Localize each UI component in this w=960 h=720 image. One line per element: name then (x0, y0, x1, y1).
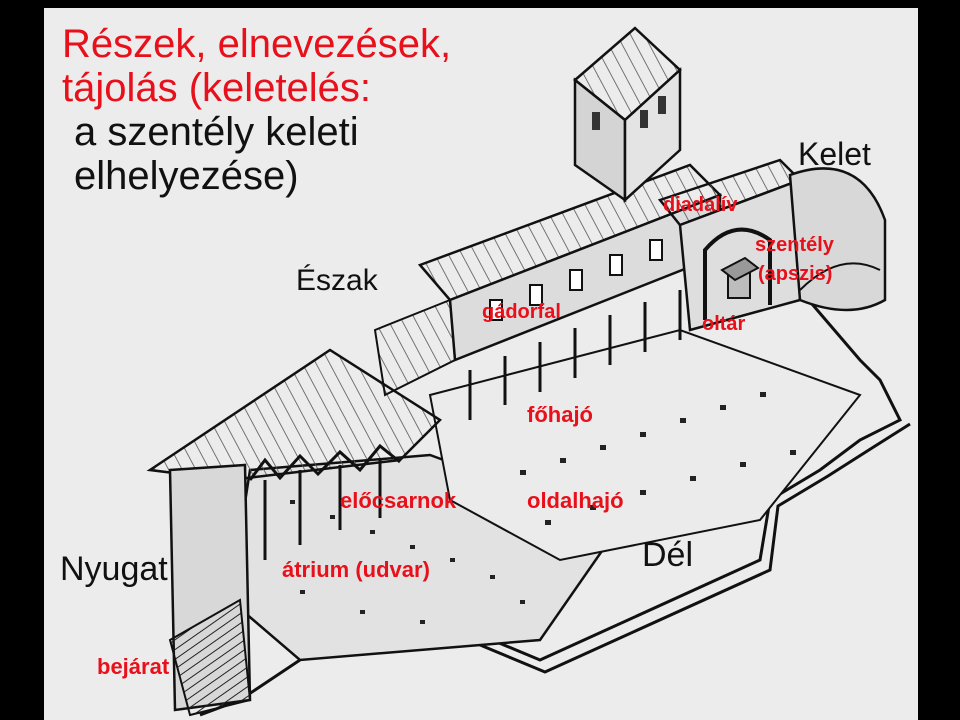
entrance-stairs (168, 598, 252, 717)
direction-west: Nyugat (60, 550, 168, 588)
apse (788, 167, 887, 312)
altar (720, 256, 760, 299)
label-elocsarnok: előcsarnok (340, 488, 457, 513)
triumphal-arch (703, 227, 772, 320)
nave-column-markers (520, 392, 796, 525)
label-apszis: (apszis) (758, 263, 833, 285)
direction-south: Dél (642, 536, 694, 574)
label-diadaliv: diadalív (663, 194, 738, 216)
label-szentely: szentély (755, 234, 834, 256)
title-line-3: a szentély keleti (74, 110, 359, 154)
direction-north: Észak (296, 264, 378, 297)
bell-tower-openings (592, 96, 666, 130)
label-oltar: oltár (702, 313, 746, 335)
title-line-2: tájolás (keletelés: (62, 66, 372, 110)
label-fohajo: főhajó (527, 402, 593, 427)
label-bejarat: bejárat (97, 654, 170, 679)
apse-curve (799, 262, 881, 291)
label-gadorfal: gádorfal (482, 301, 561, 323)
label-oldalhajo: oldalhajó (527, 488, 624, 513)
bell-tower-wall-south (623, 67, 682, 203)
label-atrium: átrium (udvar) (282, 557, 430, 582)
aisle-roof (373, 298, 457, 397)
clerestory-windows (489, 225, 698, 321)
title-line-4: elhelyezése) (74, 154, 299, 198)
direction-east: Kelet (798, 136, 871, 172)
slide-title: Részek, elnevezések, tájolás (keletelés:… (62, 22, 532, 198)
narthex-arcade (248, 443, 401, 560)
title-line-1: Részek, elnevezések, (62, 22, 452, 66)
nave-colonnade (468, 290, 682, 420)
atrium-column-dots (290, 500, 525, 624)
